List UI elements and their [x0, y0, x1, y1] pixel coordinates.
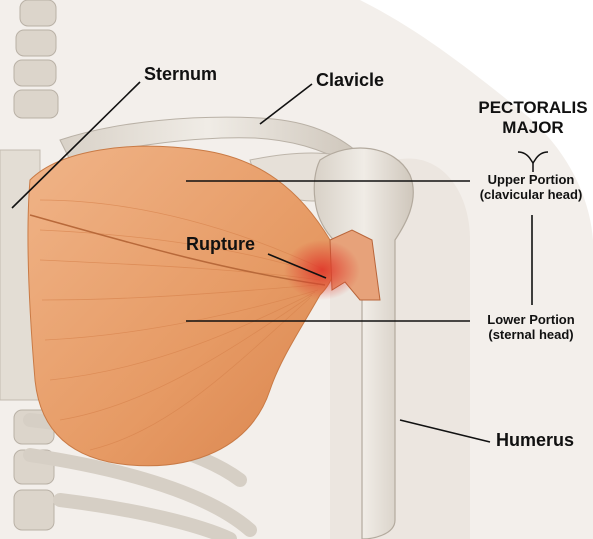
rupture-glow: [284, 240, 360, 300]
upper-portion-sub: (clavicular head): [468, 187, 593, 202]
lower-portion-title: Lower Portion: [468, 312, 593, 327]
upper-portion-title: Upper Portion: [468, 172, 593, 187]
clavicle-label: Clavicle: [316, 70, 384, 91]
pectoralis-title: PECTORALIS MAJOR: [470, 98, 593, 138]
rupture-label: Rupture: [186, 234, 255, 255]
pectoralis-title-line1: PECTORALIS: [470, 98, 593, 118]
sternum-label: Sternum: [144, 64, 217, 85]
humerus-label: Humerus: [496, 430, 574, 451]
lower-portion-sub: (sternal head): [468, 327, 593, 342]
lower-portion-label: Lower Portion (sternal head): [468, 312, 593, 342]
pectoralis-title-line2: MAJOR: [470, 118, 593, 138]
upper-portion-label: Upper Portion (clavicular head): [468, 172, 593, 202]
